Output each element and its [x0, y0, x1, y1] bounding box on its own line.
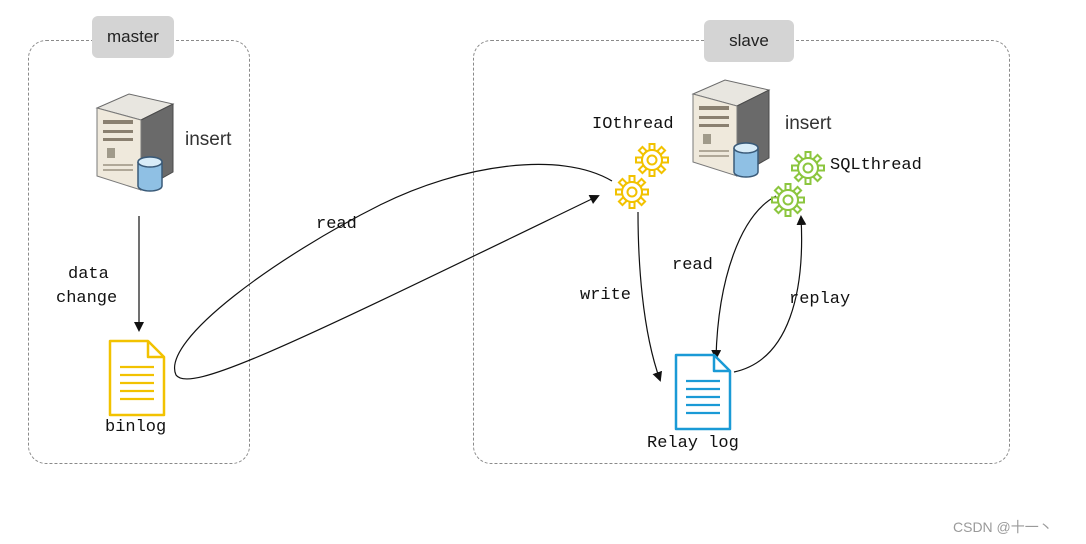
- sql-thread-gears-icon: [771, 151, 825, 217]
- slave-server-icon: [691, 79, 771, 178]
- relay-log-label: Relay log: [647, 434, 739, 453]
- io-thread-label: IOthread: [592, 115, 674, 134]
- sql-read-label: read: [672, 256, 713, 275]
- slave-tag: slave: [704, 20, 794, 62]
- binlog-label: binlog: [105, 418, 167, 437]
- master-tag: master: [92, 16, 174, 58]
- binlog-document-icon: [108, 339, 166, 417]
- sql-thread-label: SQLthread: [830, 156, 922, 175]
- write-label: write: [580, 286, 632, 305]
- data-change-label-line2: change: [56, 289, 118, 308]
- read-connection-label: read: [316, 215, 357, 234]
- sql-read-arrow: [711, 195, 777, 360]
- master-insert-label: insert: [185, 129, 232, 150]
- read-loop-arrow: [173, 163, 613, 380]
- replay-arrow: [733, 215, 807, 373]
- data-change-label-line1: data: [68, 265, 109, 284]
- write-arrow: [637, 211, 662, 382]
- slave-insert-label: insert: [785, 113, 832, 134]
- master-server-icon: [95, 93, 175, 192]
- watermark: CSDN @十一丶: [953, 519, 1053, 535]
- io-thread-gears-icon: [615, 143, 669, 209]
- relay-log-document-icon: [674, 353, 732, 431]
- replay-label: replay: [789, 290, 851, 309]
